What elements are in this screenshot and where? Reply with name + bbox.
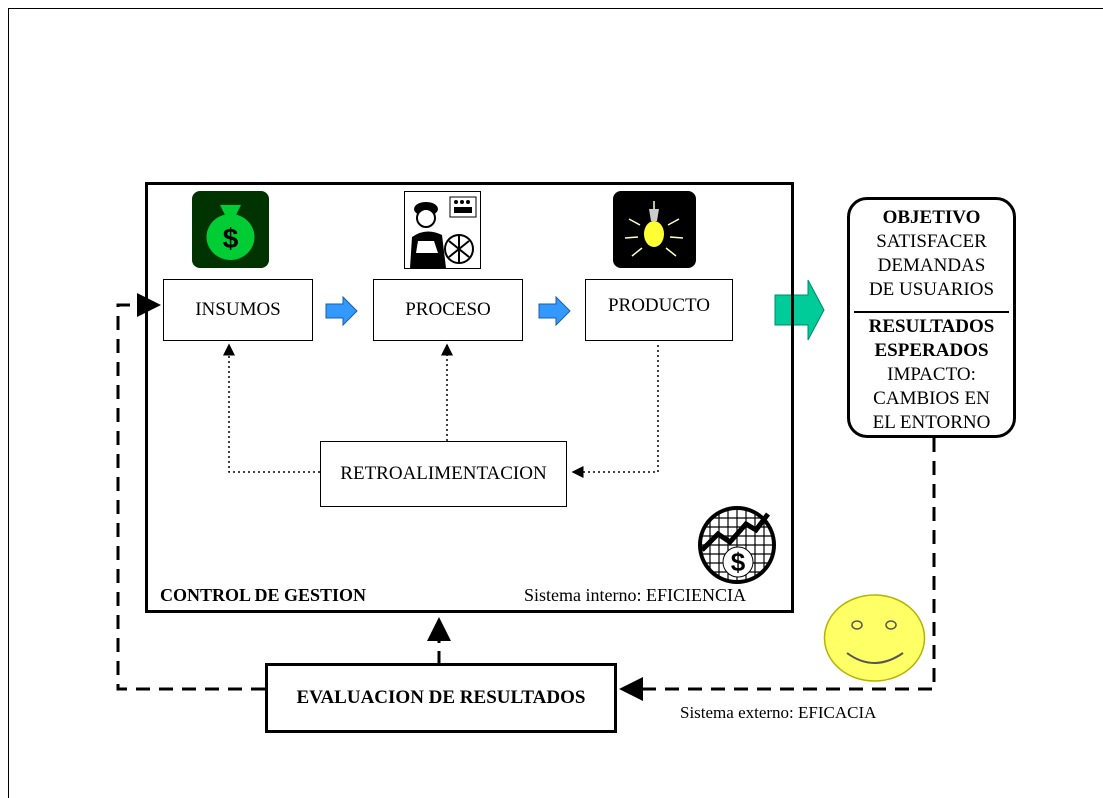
feedback-from-producto bbox=[571, 345, 659, 478]
producto-box: PRODUCTO bbox=[585, 279, 733, 341]
sistema-externo-label: Sistema externo: EFICACIA bbox=[680, 703, 877, 722]
objective-line: SATISFACER bbox=[876, 231, 987, 252]
worker-clipart-icon bbox=[404, 191, 481, 269]
arrow-insumos-proceso bbox=[325, 295, 358, 327]
results-line: IMPACTO: bbox=[887, 364, 976, 385]
arrow-proceso-producto bbox=[538, 295, 571, 327]
objective-divider bbox=[854, 311, 1009, 313]
objective-title: OBJETIVO bbox=[882, 207, 981, 228]
objective-line: DEMANDAS bbox=[877, 255, 986, 276]
light-bulb-icon bbox=[613, 191, 696, 268]
smiley-face-icon bbox=[823, 593, 926, 683]
money-bag-icon: $ bbox=[192, 191, 269, 268]
results-line: EL ENTORNO bbox=[872, 412, 991, 433]
results-title: ESPERADOS bbox=[874, 340, 989, 361]
arrow-to-objective bbox=[774, 279, 825, 341]
objective-line: DE USUARIOS bbox=[868, 279, 995, 300]
evaluacion-resultados-box: EVALUACION DE RESULTADOS bbox=[265, 663, 617, 733]
results-title: RESULTADOS bbox=[868, 316, 995, 337]
proceso-box: PROCESO bbox=[373, 279, 523, 341]
insumos-box: INSUMOS bbox=[163, 279, 313, 341]
dollar-chart-icon: $ bbox=[696, 504, 778, 586]
control-gestion-box bbox=[145, 182, 794, 613]
feedback-to-insumos bbox=[223, 343, 320, 473]
retroalimentacion-box: RETROALIMENTACION bbox=[320, 441, 567, 507]
results-line: CAMBIOS EN bbox=[873, 388, 990, 409]
results-section: RESULTADOS ESPERADOS IMPACTO: CAMBIOS EN… bbox=[850, 313, 1013, 435]
external-loop bbox=[116, 293, 936, 701]
svg-text:$: $ bbox=[731, 547, 746, 577]
control-gestion-label: CONTROL DE GESTION bbox=[160, 585, 367, 605]
feedback-lines bbox=[223, 343, 659, 478]
slide-frame bbox=[8, 8, 1103, 798]
svg-text:$: $ bbox=[223, 223, 239, 254]
loop-to-insumos bbox=[116, 293, 265, 691]
sistema-interno-label: Sistema interno: EFICIENCIA bbox=[524, 585, 746, 605]
objective-section: OBJETIVO SATISFACER DEMANDAS DE USUARIOS bbox=[850, 200, 1013, 311]
objective-box: OBJETIVO SATISFACER DEMANDAS DE USUARIOS… bbox=[847, 197, 1016, 438]
